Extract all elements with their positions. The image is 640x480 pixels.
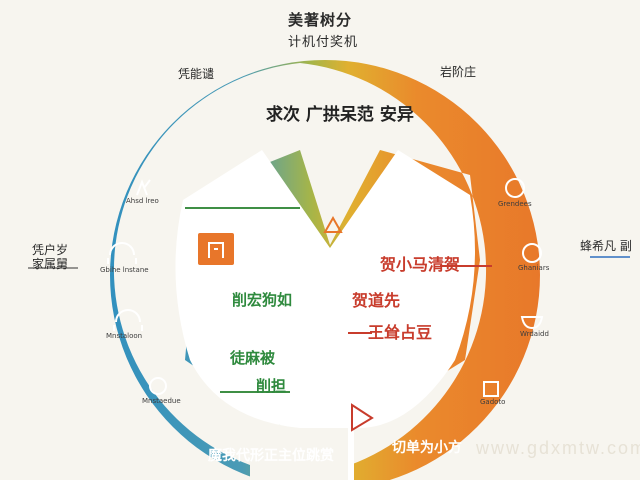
- right-side-label: 蜂希凡 副: [580, 239, 632, 253]
- right-icon-2: [522, 243, 542, 263]
- page-subtitle: 计机付奖机: [288, 35, 359, 50]
- banner-text: 求次 广拱呆范 安异: [266, 105, 414, 125]
- center-left-line2: 徒麻被: [230, 349, 276, 367]
- watermark: www.gdxmtw.com: [476, 438, 640, 458]
- right-icon-4: [483, 381, 499, 397]
- right-icon-1: [505, 178, 525, 198]
- bowl-icon: [520, 316, 544, 330]
- center-right-line1: 贺小马清贺: [380, 255, 461, 274]
- left-icon-caption-3: Mnstaloon: [106, 332, 143, 340]
- left-icon-1: [136, 179, 151, 196]
- bottom-right-text: 切单为小方: [392, 440, 462, 456]
- inner-area: [175, 150, 475, 429]
- tower-icon: [483, 381, 499, 397]
- bottom-gap: [348, 415, 354, 480]
- page-title: 美著树分: [288, 11, 353, 29]
- left-side-label-1: 凭户岁: [32, 243, 69, 257]
- logo-icon: [149, 377, 167, 395]
- bottom-left-text: 魔我代形正主位跳赏: [208, 448, 334, 464]
- right-icon-caption-2: Ghaniars: [518, 264, 550, 272]
- center-left-line1: 削宏狗如: [232, 291, 293, 309]
- podium-icon: [505, 178, 525, 198]
- right-icon-3: [520, 316, 544, 330]
- center-left-line3: 削担: [256, 377, 287, 395]
- left-icon-3: [113, 309, 143, 331]
- center-glyph: [323, 215, 343, 233]
- box-glyph: [208, 242, 224, 258]
- lion-icon: [522, 243, 542, 263]
- left-icon-caption-1: Ahsd lreo: [126, 197, 159, 205]
- left-icon-caption-4: Mnstaedue: [142, 397, 181, 405]
- headset-icon: [107, 242, 137, 264]
- center-right-line3: 王耸占豆: [368, 323, 433, 342]
- headphones-icon: [113, 309, 143, 331]
- red-notch: [351, 403, 374, 432]
- center-right-line2: 贺道先: [352, 291, 401, 310]
- left-icon-2: [107, 242, 137, 264]
- right-icon-caption-4: Gadoto: [480, 398, 506, 406]
- top-right-label: 岩阶庄: [440, 65, 477, 79]
- top-left-label: 凭能谴: [178, 67, 215, 81]
- right-icon-caption-1: Grendees: [498, 200, 532, 208]
- left-icon-4: [149, 377, 167, 395]
- left-icon-caption-2: Gbihe lnstane: [100, 266, 149, 274]
- left-side-label-2: 家属舅: [32, 257, 69, 271]
- right-icon-caption-3: Wrdaidd: [520, 330, 549, 338]
- signal-icon: [136, 179, 151, 196]
